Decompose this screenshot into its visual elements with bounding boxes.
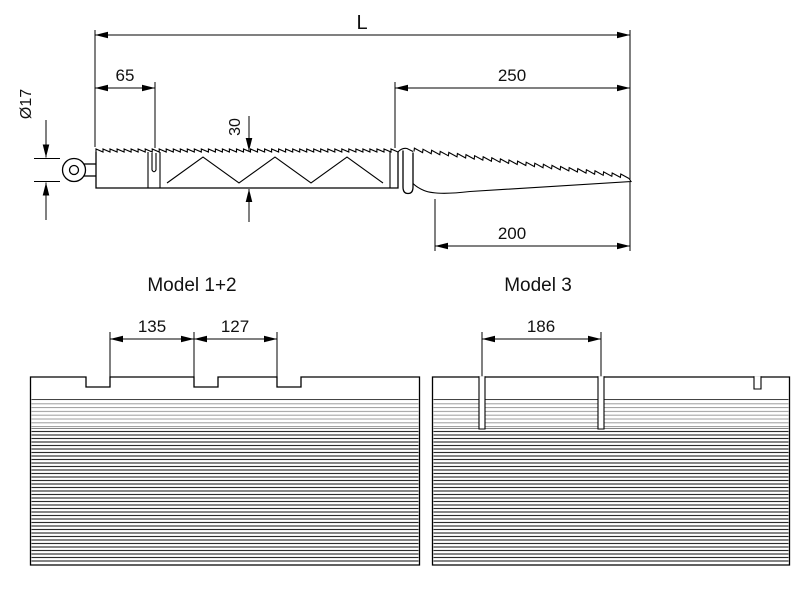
hook-inner-circle bbox=[68, 164, 80, 176]
dim-label-127: 127 bbox=[221, 317, 249, 336]
panel-3-slot-left bbox=[478, 376, 486, 430]
panel-1-2-fine-ribs bbox=[31, 400, 419, 428]
flap-start-lip bbox=[397, 147, 414, 153]
plan-view-model-1-2: Model 1+2 135 127 bbox=[29, 275, 421, 566]
profile-body-edges bbox=[95, 152, 399, 189]
body-channel-slot bbox=[151, 153, 157, 173]
model-1-2-title: Model 1+2 bbox=[147, 275, 236, 296]
dim-label-diameter: Ø17 bbox=[18, 89, 35, 119]
profile-body-fill bbox=[96, 152, 398, 188]
panel-1-2-ribs bbox=[31, 428, 419, 564]
model-3-title: Model 3 bbox=[504, 275, 572, 296]
flap-serrated-top bbox=[413, 147, 630, 179]
dim-label-30: 30 bbox=[227, 118, 244, 136]
profile-body-serrated-top bbox=[95, 148, 399, 153]
dim-label-186: 186 bbox=[527, 317, 555, 336]
dim-label-135: 135 bbox=[138, 317, 166, 336]
dim-label-200: 200 bbox=[498, 224, 526, 243]
dim-label-L: L bbox=[356, 12, 367, 34]
panel-3-ribs bbox=[433, 428, 789, 564]
dim-label-65: 65 bbox=[116, 66, 135, 85]
flap-fill bbox=[414, 152, 631, 195]
panel-3-slot-right bbox=[597, 376, 605, 430]
hinge-channel bbox=[402, 150, 414, 195]
flap-tip-and-bottom bbox=[412, 178, 632, 194]
panel-3-fine-ribs bbox=[433, 400, 789, 428]
dim-label-250: 250 bbox=[498, 66, 526, 85]
panel-3-notch-far-right bbox=[753, 376, 762, 390]
side-view: L 65 250 200 Ø17 30 bbox=[18, 12, 632, 251]
truss-webs bbox=[166, 156, 384, 184]
plan-view-model-3: Model 3 186 bbox=[431, 275, 791, 566]
